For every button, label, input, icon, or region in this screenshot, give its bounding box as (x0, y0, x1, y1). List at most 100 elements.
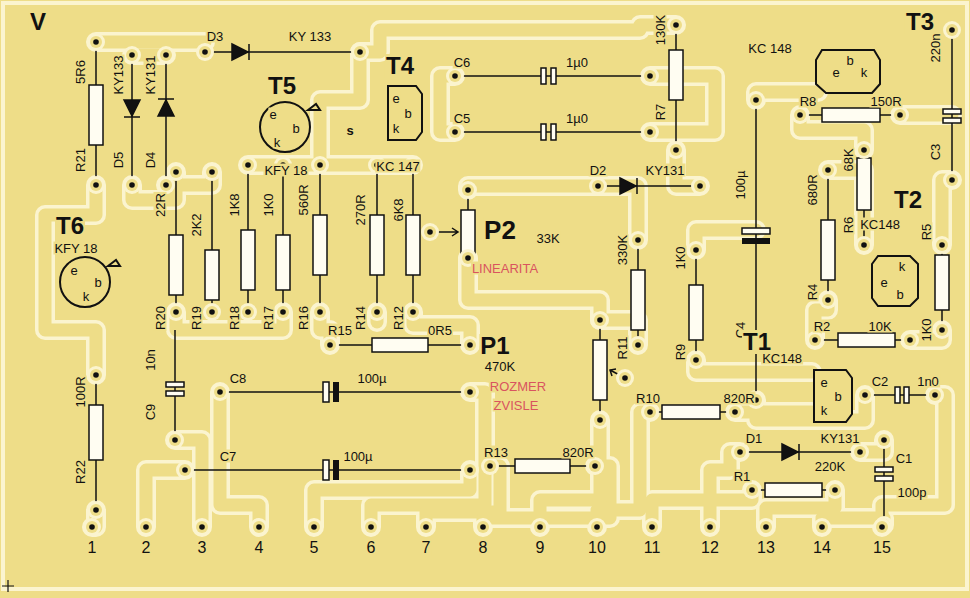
part-value: KY131 (819, 432, 860, 445)
pin-letter: e (268, 108, 277, 121)
part-value: 68K (842, 147, 855, 172)
part-value: KY131 (144, 54, 157, 95)
part-name: R13 (483, 446, 509, 459)
part-name: R11 (616, 336, 629, 361)
part-name: D2 (589, 164, 608, 177)
part-value: KC148 (859, 218, 901, 231)
part-value: 100µ (734, 169, 747, 200)
connector-number: 6 (366, 540, 377, 556)
part-name: R6 (842, 216, 855, 235)
part-name: D3 (206, 30, 225, 43)
copper-track (45, 25, 952, 527)
pin-letter: b (833, 390, 842, 403)
corner-mark (2, 580, 14, 592)
part-name: R20 (154, 305, 167, 331)
part-name: R8 (799, 95, 818, 108)
transistor-name: T1 (742, 330, 772, 354)
part-name: C7 (219, 450, 238, 463)
pin-letter: b (93, 276, 102, 289)
connector-number: 2 (141, 540, 152, 556)
part-value: 1K0 (920, 317, 933, 342)
pin-letter: e (819, 376, 828, 389)
part-value: 130K (654, 14, 667, 46)
pin-letter: k (273, 136, 282, 149)
connector-number: 12 (700, 540, 720, 556)
part-name: R2 (813, 320, 832, 333)
part-value: 100R (74, 375, 87, 408)
pin-letter: k (860, 66, 869, 79)
solder-pad (83, 16, 961, 536)
capacitor-symbol (166, 68, 961, 481)
part-value: KY 133 (288, 30, 332, 43)
part-name: R17 (262, 305, 275, 331)
part-value: 820R (561, 446, 594, 459)
part-name: R18 (228, 305, 241, 331)
component-lead (96, 25, 952, 525)
pin-letter: k (898, 260, 907, 273)
part-name: R5 (920, 223, 933, 242)
part-value: 1µ0 (565, 56, 589, 69)
part-value: 1µ0 (565, 112, 589, 125)
part-name: R14 (354, 305, 367, 331)
part-name: C1 (895, 452, 914, 465)
part-value: 680R (806, 173, 819, 206)
part-value: 1K8 (228, 192, 241, 217)
part-name: R21 (74, 147, 87, 173)
transistor-name: T2 (893, 188, 923, 212)
part-name: C5 (453, 112, 472, 125)
part-value: 0R5 (427, 324, 453, 337)
transistor-name: T4 (385, 54, 415, 78)
connector-number: 5 (309, 540, 320, 556)
part-name: C6 (453, 56, 472, 69)
part-value: 560R (297, 183, 310, 216)
part-name: D1 (745, 432, 764, 445)
transistor-name: T6 (55, 214, 85, 238)
part-value: 150R (869, 95, 902, 108)
part-name: C8 (229, 372, 248, 385)
part-name: R7 (654, 103, 667, 122)
connector-number: 11 (643, 540, 662, 556)
pin-letter: e (831, 66, 840, 79)
part-value: 2K2 (190, 212, 203, 237)
part-name: R12 (392, 305, 405, 331)
part-value: 33K (535, 232, 560, 245)
pin-letter: e (69, 264, 78, 277)
part-value: 470K (484, 360, 516, 373)
part-name: C2 (871, 375, 890, 388)
board-mark: s (345, 124, 354, 137)
part-name: C9 (144, 403, 157, 422)
part-value: 270R (354, 193, 367, 226)
part-value: KC148 (761, 352, 803, 365)
part-value: 1n0 (916, 375, 940, 388)
transistor-name: P1 (479, 334, 510, 358)
part-name: R19 (190, 305, 203, 331)
pin-letter: b (291, 122, 300, 135)
part-value: 10n (144, 348, 157, 372)
part-value: 22R (154, 192, 167, 218)
part-value: 5R6 (74, 59, 87, 85)
connector-number: 14 (812, 540, 832, 556)
connector-number: 4 (254, 540, 265, 556)
transistor-outline (60, 50, 918, 422)
part-value: 1K0 (262, 192, 275, 217)
board-mark: V (29, 10, 47, 34)
part-value: 330K (616, 234, 629, 266)
part-value: KY133 (112, 54, 125, 95)
transistor-name: P2 (483, 217, 517, 243)
function-note: ROZMER (489, 380, 547, 393)
part-value: KC 147 (375, 160, 420, 173)
pin-letter: k (82, 290, 91, 303)
pin-letter: b (403, 107, 412, 120)
part-value: 6K8 (392, 197, 405, 222)
pin-letter: e (391, 92, 400, 105)
function-note: ZVISLE (493, 399, 540, 412)
connector-number: 15 (872, 540, 892, 556)
part-value: KFY 18 (53, 242, 98, 255)
part-value: 1K0 (674, 245, 687, 270)
part-value: 100µ (356, 372, 387, 385)
connector-number: 9 (535, 540, 546, 556)
part-name: R10 (635, 392, 661, 405)
part-name: R1 (733, 470, 752, 483)
part-name: R9 (674, 343, 687, 362)
part-name: D4 (144, 151, 157, 170)
